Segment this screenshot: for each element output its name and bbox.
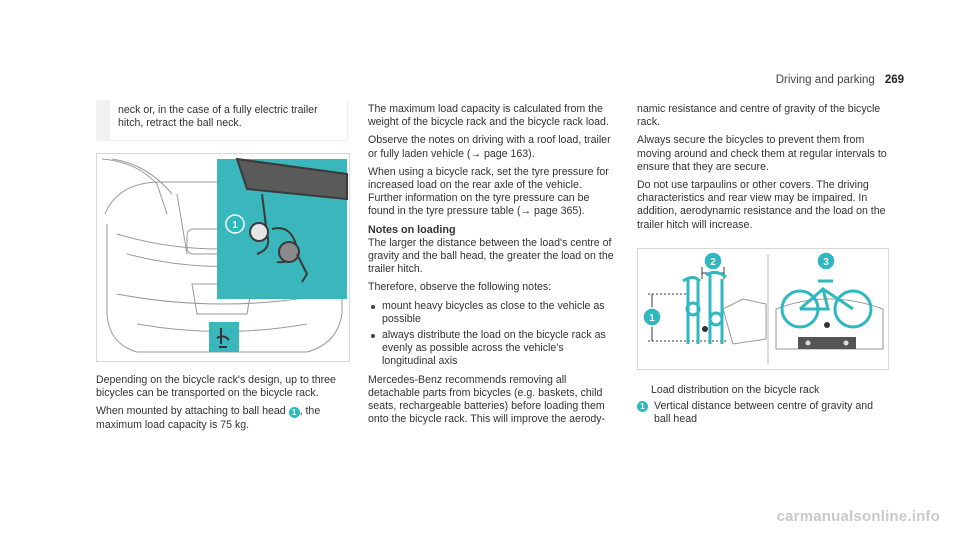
list-item: mount heavy bicycles as close to the veh… — [371, 300, 618, 326]
trailer-hitch-illustration: 1 — [101, 157, 348, 353]
paragraph-observe-notes: Observe the notes on driving with a roof… — [368, 134, 611, 160]
callout-1-label: 1 — [232, 220, 238, 231]
callout-3-label: 3 — [823, 257, 829, 268]
callout-1-marker — [225, 214, 245, 234]
paragraph-load-calc: The maximum load capacity is calculated … — [368, 103, 609, 129]
column-middle: The maximum load capacity is calculated … — [368, 103, 618, 431]
paragraph-secure-bicycles: Always secure the bicycles to prevent th… — [637, 134, 887, 173]
rear-view-bicycles — [780, 279, 873, 329]
rack-plate — [798, 336, 856, 349]
callout-1-label: 1 — [649, 313, 655, 324]
paragraph-aerodynamic: namic resistance and centre of gravity o… — [637, 103, 881, 129]
figure-caption: Load distribution on the bicycle rack — [651, 383, 820, 396]
paragraph-no-tarpaulins: Do not use tarpaulins or other covers. T… — [637, 179, 886, 231]
callout-1-marker — [642, 307, 662, 327]
load-distribution-illustration: 1 2 3 — [642, 251, 884, 364]
column-right: namic resistance and centre of gravity o… — [637, 103, 889, 426]
heading-notes-on-loading: Notes on loading — [368, 223, 456, 236]
callout-1-inline-icon: 1 — [288, 407, 300, 419]
paragraph-capacity-bicycles: Depending on the bicycle rack's design, … — [96, 374, 336, 400]
load-distribution-figure: 1 2 3 — [637, 247, 889, 370]
section-title: Driving and parking — [775, 74, 875, 86]
callout-2-label: 2 — [710, 257, 716, 268]
loading-notes-list: mount heavy bicycles as close to the veh… — [368, 300, 618, 369]
paragraph-remove-parts: Mercedes-Benz recommends removing all de… — [368, 373, 606, 426]
paragraph-distance-load: The larger the distance between the load… — [368, 236, 614, 276]
page-header: Driving and parking 269 — [776, 74, 904, 86]
callout-1-icon: 1 — [637, 401, 648, 413]
column-left: neck or, in the case of a fully electric… — [96, 100, 350, 437]
paragraph-tyre-pressure: When using a bicycle rack, set the tyre … — [368, 165, 609, 218]
page-number: 269 — [884, 74, 904, 86]
list-item: always distribute the load on the bicycl… — [371, 329, 618, 369]
callout-3-marker — [816, 251, 836, 271]
legend-item-text: Vertical distance between centre of grav… — [654, 400, 874, 426]
paragraph-max-load: When mounted by attaching to ball head 1… — [96, 405, 321, 431]
watermark-text: carmanualsonline.info — [776, 508, 940, 525]
callout-2-marker — [703, 251, 723, 271]
trailer-hitch-figure: 1 — [96, 153, 350, 362]
paragraph-observe-following: Therefore, observe the following notes: — [368, 281, 552, 294]
legend-item: 1 Vertical distance between centre of gr… — [637, 400, 887, 426]
continued-step-box: neck or, in the case of a fully electric… — [96, 100, 348, 141]
side-view-bicycles — [682, 270, 727, 344]
continued-step-text: neck or, in the case of a fully electric… — [118, 104, 318, 130]
